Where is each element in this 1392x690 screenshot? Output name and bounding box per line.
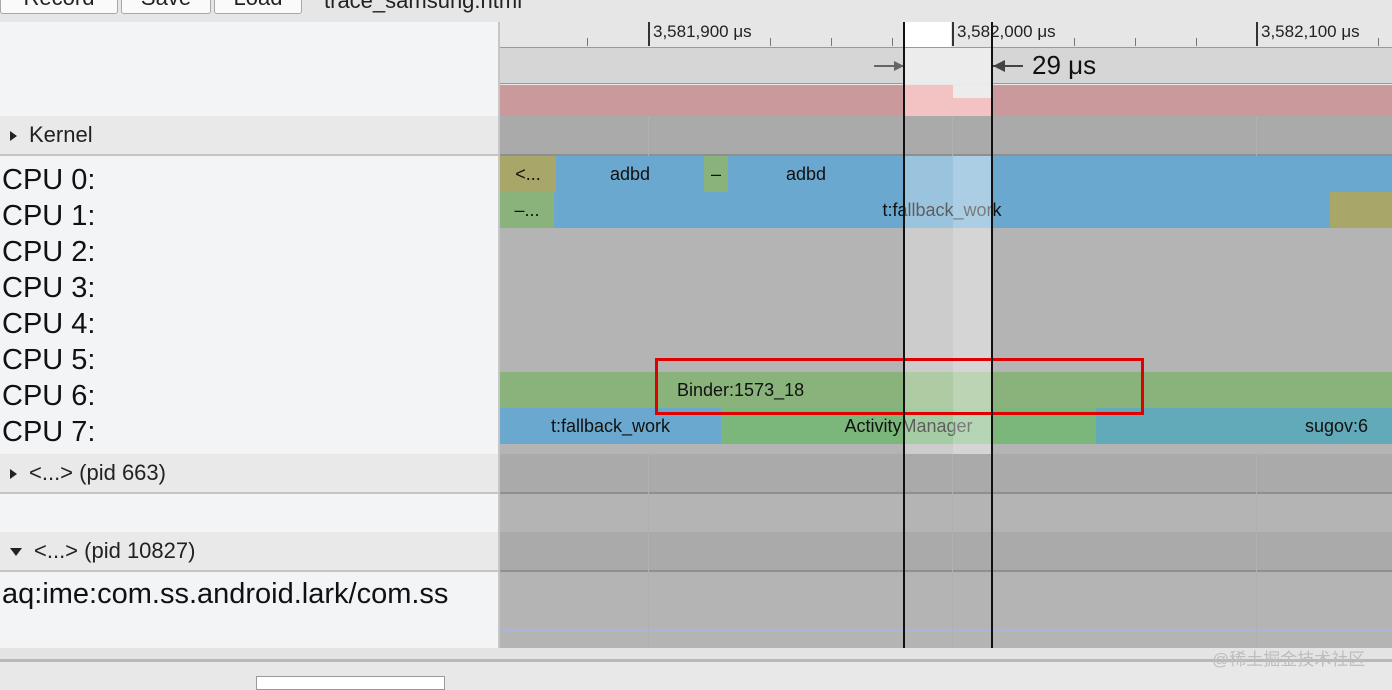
section-title: <...> (pid 10827) [34,538,196,563]
cpu-label: CPU 2: [2,236,96,268]
ruler-tick-label: 3,582,100 μs [1261,22,1360,41]
gridline [1256,116,1257,156]
pid10827-label: <...> (pid 10827) [10,538,195,564]
left-header-area [0,22,498,116]
selection-start-line[interactable] [903,22,905,648]
cpu-label: CPU 3: [2,272,96,304]
cpu6-slice-pre[interactable] [500,372,656,408]
cpu-label: CPU 4: [2,308,96,340]
gridline [648,454,649,648]
section-kernel[interactable]: Kernel [0,116,498,156]
cpu7-slice[interactable]: sugov:6 [1096,408,1392,444]
thread-label: aq:ime:com.ss.android.lark/com.ss [2,578,449,610]
cpu-labels-panel [0,156,498,454]
gridline [952,454,953,648]
ruler-subtick [1378,38,1379,46]
ruler-subtick [1196,38,1197,46]
thread-label-panel: aq:ime:com.ss.android.lark/com.ss [0,572,498,648]
cpu0-slice[interactable]: <... [500,156,556,192]
highlight-band-gap [953,85,992,98]
ruler-subtick [770,38,771,46]
collapse-arrow-icon[interactable] [10,548,22,557]
bottom-divider [0,648,1392,662]
ruler-tick [1256,22,1258,46]
toolbar: Record Save Load trace_samsung.html [0,0,1392,22]
expand-arrow-icon[interactable] [10,131,17,142]
file-title: trace_samsung.html [324,0,523,13]
expand-arrow-icon[interactable] [10,469,17,480]
cpu0-slice[interactable]: adbd [728,156,884,192]
cpu-label: CPU 6: [2,380,96,412]
selection-duration: 29 μs [1032,50,1097,80]
bottom-tab[interactable] [256,676,445,690]
section-title: Kernel [29,122,93,147]
ruler-subtick [1074,38,1075,46]
ruler-tick-label: 3,581,900 μs [653,22,752,41]
cpu0-slice[interactable]: adbd [556,156,704,192]
section-pid663[interactable]: <...> (pid 663) [0,454,498,494]
section-pid10827[interactable]: <...> (pid 10827) [0,532,498,572]
cpu1-slice[interactable]: t:fallback_work [554,192,1330,228]
watermark: @稀土掘金技术社区 [1212,650,1366,669]
kernel-label: Kernel [10,122,93,148]
ruler-subtick [587,38,588,46]
gridline [1256,454,1257,648]
cpu-label: CPU 5: [2,344,96,376]
duration-selection [905,48,992,84]
gridline [648,116,649,156]
save-button[interactable]: Save [121,0,211,14]
ruler-subtick [1135,38,1136,46]
gridline [952,116,953,156]
selection-end-line[interactable] [991,22,993,648]
bottom-panel [0,665,1392,686]
cpu7-slice[interactable]: t:fallback_work [500,408,721,444]
ruler-subtick [831,38,832,46]
cpu6-slice[interactable]: Binder:1573_18 [656,372,1392,408]
pid10827-header-track [500,532,1392,572]
duration-arrows [874,60,1023,72]
ruler-selection [905,22,951,47]
pid663-header-track [500,454,1392,494]
ruler-tick-label: 3,582,000 μs [957,22,1056,41]
cpu1-slice-olive[interactable] [1330,192,1392,228]
ruler-tick [648,22,650,46]
cpu1-slice[interactable]: –... [500,192,554,228]
ruler-tick [952,22,954,46]
thread-track-line [500,629,1392,631]
load-button[interactable]: Load [214,0,302,14]
pid663-label: <...> (pid 663) [10,460,166,486]
cpu7-slice[interactable]: ActivityManager [721,408,1096,444]
cpu0-slice-ext[interactable] [884,156,1392,192]
cpu-label: CPU 7: [2,416,96,448]
ruler-subtick [892,38,893,46]
section-title: <...> (pid 663) [29,460,166,485]
cpu-label: CPU 0: [2,164,96,196]
empty-row-track [500,494,1392,532]
kernel-header-track [500,116,1392,156]
empty-row [0,494,498,532]
panel-divider [498,22,500,648]
record-button[interactable]: Record [0,0,118,14]
thread-track [500,572,1392,648]
cpu-label: CPU 1: [2,200,96,232]
cpu0-slice[interactable]: – [704,156,728,192]
